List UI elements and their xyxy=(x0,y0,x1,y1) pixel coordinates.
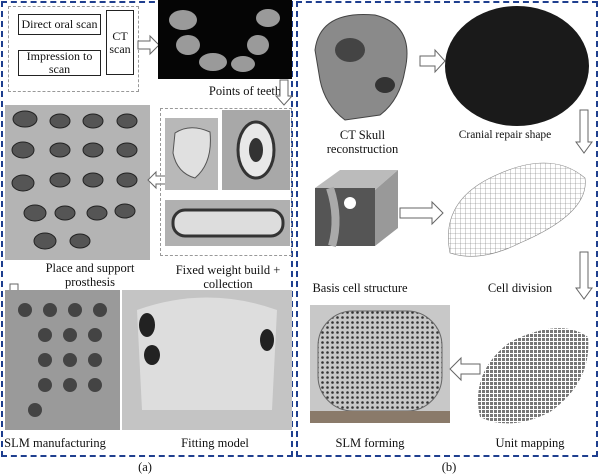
label-points-of-teeth: Points of teeth xyxy=(208,84,282,98)
arrow-down-icon xyxy=(575,109,593,154)
bridge-image xyxy=(165,200,290,246)
unit-mapping-image xyxy=(478,328,589,424)
label-ct-skull: CT Skull reconstruction xyxy=(326,128,399,156)
teeth-points-image xyxy=(158,0,292,79)
cranial-repair-image xyxy=(445,6,589,126)
arrow-down-icon xyxy=(575,251,593,300)
arrow-down-icon xyxy=(274,79,294,106)
fixed-weight-group xyxy=(160,108,292,256)
slm-forming-image xyxy=(310,305,450,423)
cell-division-mesh xyxy=(448,162,586,257)
label-fitting-model: Fitting model xyxy=(181,436,249,450)
impression-scan-box: Impression to scan xyxy=(18,50,101,76)
ct-scan-box: CT scan xyxy=(106,10,134,75)
prosthesis-grid-image xyxy=(5,105,150,260)
basis-cell-image xyxy=(315,170,398,248)
label-fixed-weight: Fixed weight build + collection xyxy=(175,263,281,291)
ct-skull-image xyxy=(314,13,408,121)
label-cranial-repair: Cranial repair shape xyxy=(458,129,552,141)
arrow-left-icon xyxy=(147,170,167,190)
arrow-right-icon xyxy=(137,34,160,56)
panel-b xyxy=(296,1,598,457)
caption-a: (a) xyxy=(138,460,152,474)
caption-b: (b) xyxy=(441,460,457,474)
label-unit-mapping: Unit mapping xyxy=(495,436,565,450)
panel-a xyxy=(1,1,293,457)
direct-oral-scan-box: Direct oral scan xyxy=(18,14,101,35)
crown-image xyxy=(165,118,218,190)
arrow-left-icon xyxy=(449,356,481,382)
fitting-model-image xyxy=(122,290,292,430)
arrow-right-icon xyxy=(399,200,444,226)
label-basis-cell: Basis cell structure xyxy=(312,281,408,295)
slm-manufacturing-image xyxy=(5,290,120,430)
label-cell-division: Cell division xyxy=(487,281,553,295)
label-slm-forming: SLM forming xyxy=(335,436,405,450)
arrow-right-icon xyxy=(419,48,446,74)
label-place-support: Place and support prosthesis xyxy=(45,261,135,289)
crown-top-image xyxy=(222,110,290,190)
label-slm-manufacturing: SLM manufacturing xyxy=(4,436,106,450)
